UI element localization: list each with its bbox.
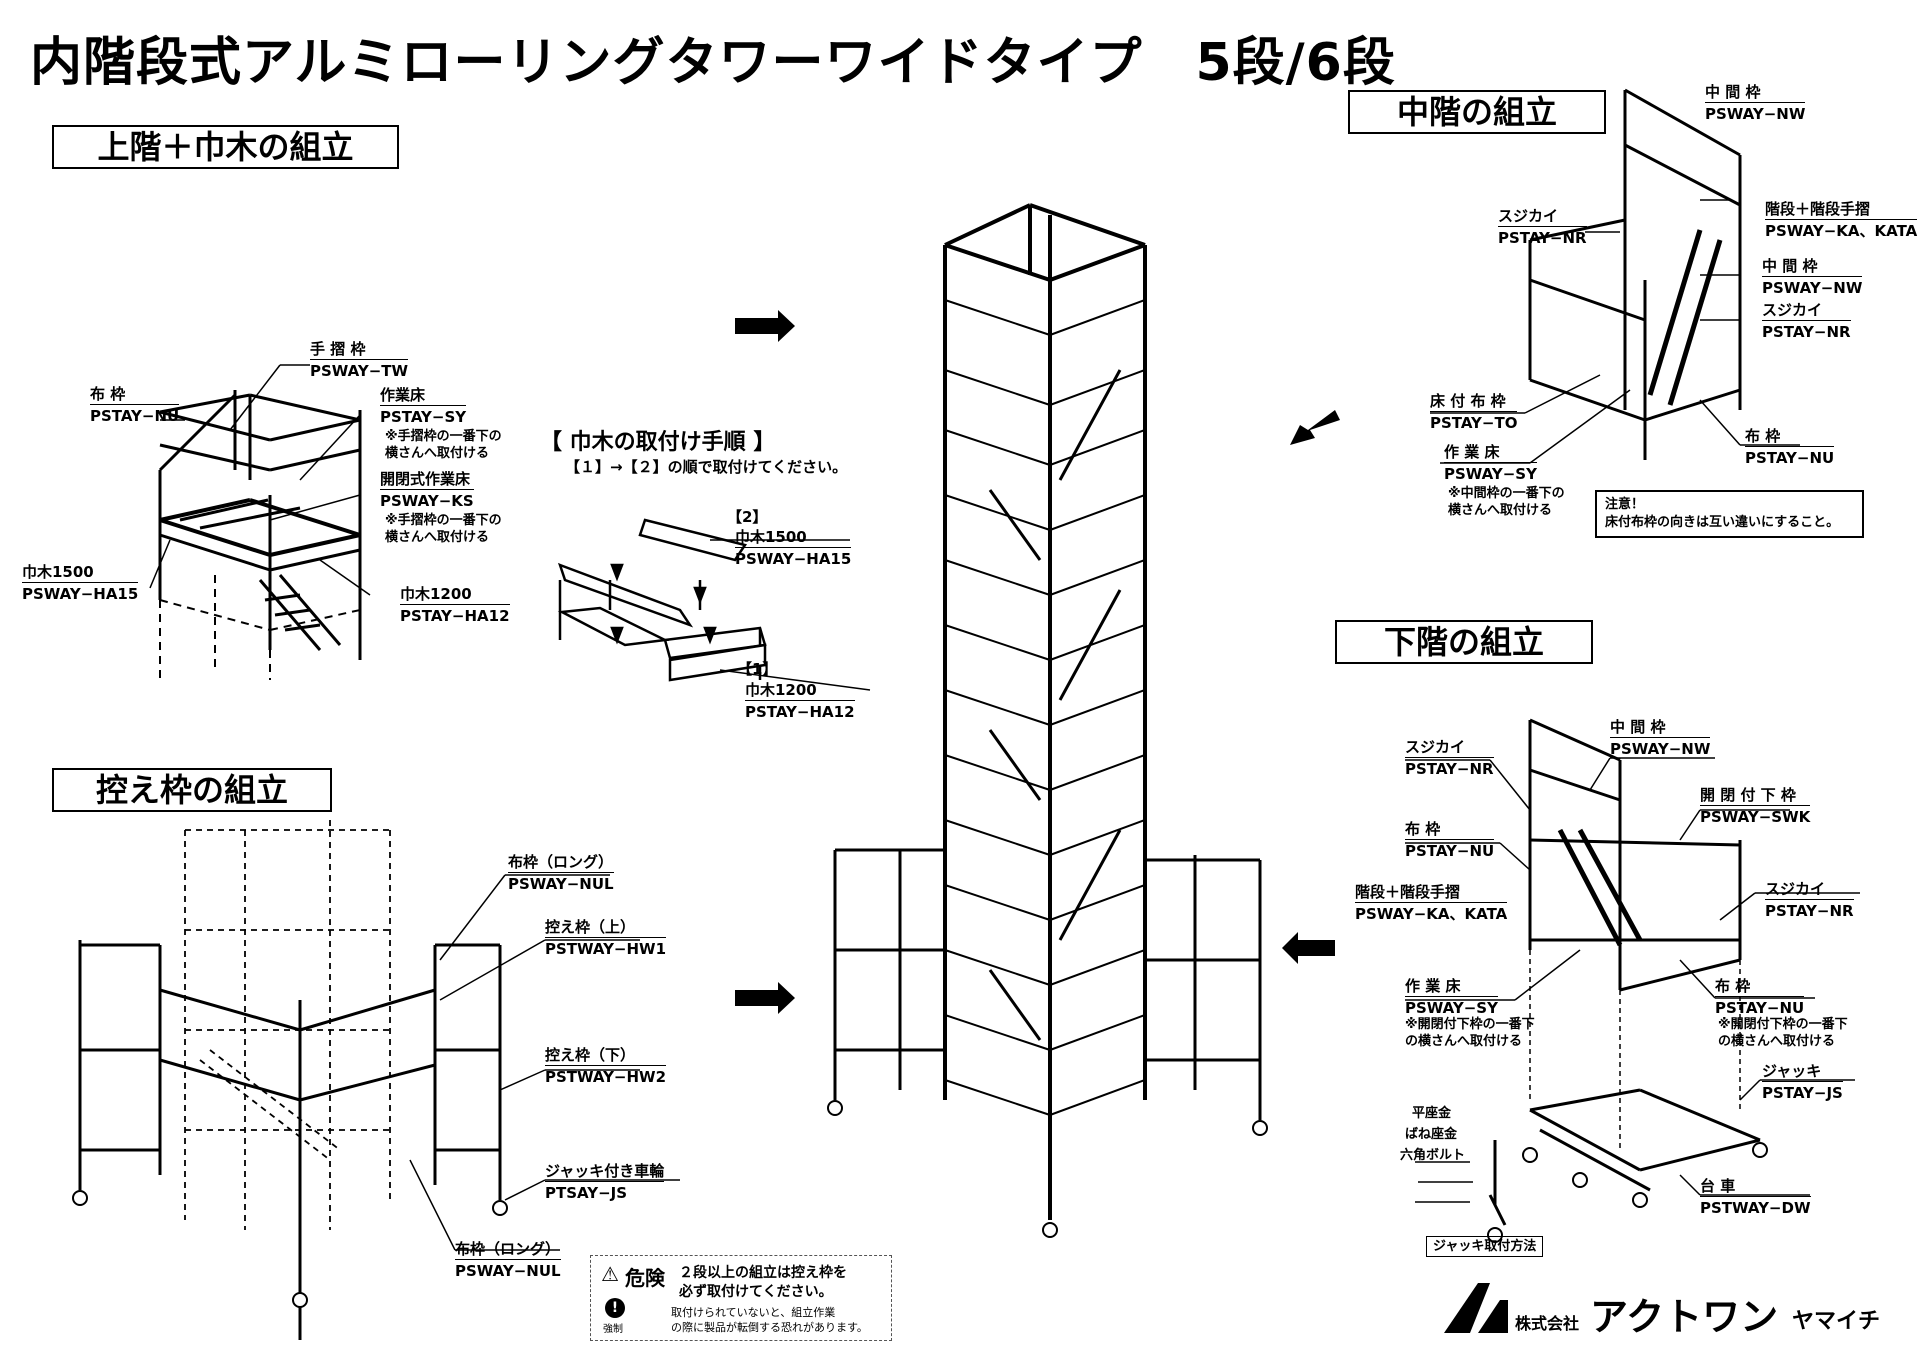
label-lower-nw: 中 間 枠 PSWAY−NW bbox=[1610, 718, 1711, 758]
label-lower-suji-right: スジカイ PSTAY−NR bbox=[1765, 880, 1854, 920]
label-step1-tag: 【1】 bbox=[737, 660, 778, 678]
note-lower-sagyou: ※開閉付下枠の一番下 の横さんへ取付ける bbox=[1405, 1017, 1535, 1049]
caution-box: 注意！ 床付布枠の向きは互い違いにすること。 bbox=[1595, 490, 1864, 538]
main-tower-drawing bbox=[827, 203, 1268, 1238]
label-middle-nw-top: 中 間 枠 PSWAY−NW bbox=[1705, 83, 1806, 123]
upper-assembly-drawing bbox=[149, 364, 371, 680]
label-lower-daisha: 台 車 PSTWAY−DW bbox=[1700, 1177, 1811, 1217]
label-middle-sagyou: 作 業 床 PSWAY−SY bbox=[1444, 443, 1537, 483]
company-prefix: 株式会社 bbox=[1515, 1314, 1580, 1333]
label-lower-nu-right: 布 枠 PSTAY−NU bbox=[1715, 977, 1805, 1017]
page-title: 内階段式アルミローリングタワーワイドタイプ 5段/6段 bbox=[30, 33, 1396, 93]
label-lower-kaidan: 階段＋階段手摺 PSWAY−KA、KATA bbox=[1355, 883, 1508, 923]
danger-notice: ⚠ 危険 ２段以上の組立は控え枠を 必ず取付けてください。 ! 強制 取付けられ… bbox=[590, 1255, 892, 1341]
danger-label: 危険 bbox=[625, 1266, 665, 1290]
label-brace-hw2: 控え枠（下） PSTWAY−HW2 bbox=[545, 1046, 667, 1086]
label-middle-yuka: 床 付 布 枠 PSTAY−TO bbox=[1430, 392, 1518, 432]
note-upper-kaihei: ※手摺枠の一番下の 横さんへ取付ける bbox=[385, 513, 502, 545]
label-brace-nulong-top: 布枠（ロング） PSWAY−NUL bbox=[508, 853, 614, 893]
label-hira-zagane: 平座金 bbox=[1412, 1106, 1452, 1121]
procedure-subtitle: 【１】→【２】の順で取付けてください。 bbox=[565, 458, 848, 476]
label-brace-hw1: 控え枠（上） PSTWAY−HW1 bbox=[545, 918, 667, 958]
label-bane-zagane: ばね座金 bbox=[1405, 1127, 1458, 1142]
label-brace-nulong-bottom: 布枠（ロング） PSWAY−NUL bbox=[455, 1240, 561, 1280]
procedure-title: 【 巾木の取付け手順 】 bbox=[540, 430, 776, 455]
danger-small1: 取付けられていないと、組立作業 bbox=[671, 1306, 836, 1319]
label-upper-habaki1500: 巾木1500 PSWAY−HA15 bbox=[22, 563, 139, 603]
caution-text: 床付布枠の向きは互い違いにすること。 bbox=[1605, 515, 1840, 530]
label-step2: 巾木1500 PSWAY−HA15 bbox=[735, 528, 852, 568]
kyousei-label: 強制 bbox=[603, 1324, 623, 1335]
label-middle-suji-right: スジカイ PSTAY−NR bbox=[1762, 301, 1851, 341]
label-middle-nw-mid: 中 間 枠 PSWAY−NW bbox=[1762, 257, 1863, 297]
label-lower-jack: ジャッキ PSTAY−JS bbox=[1762, 1062, 1843, 1102]
label-step2-tag: 【2】 bbox=[727, 508, 768, 526]
label-upper-kaihei: 開閉式作業床 PSWAY−KS bbox=[380, 470, 474, 510]
label-lower-sagyou: 作 業 床 PSWAY−SY bbox=[1405, 977, 1498, 1017]
company-name: アクトワン bbox=[1590, 1295, 1779, 1339]
label-upper-tesuri: 手 摺 枠 PSWAY−TW bbox=[310, 340, 409, 380]
company-mark bbox=[1444, 1283, 1508, 1333]
warning-triangle-icon: ⚠ bbox=[601, 1262, 619, 1286]
note-lower-nu-right: ※開閉付下枠の一番下 の横さんへ取付ける bbox=[1718, 1017, 1848, 1049]
label-brace-js: ジャッキ付き車輪 PTSAY−JS bbox=[545, 1162, 665, 1202]
danger-line1: ２段以上の組立は控え枠を bbox=[679, 1265, 847, 1281]
label-middle-suji-left: スジカイ PSTAY−NR bbox=[1498, 207, 1587, 247]
arrows bbox=[735, 310, 1340, 1014]
label-lower-suji-left: スジカイ PSTAY−NR bbox=[1405, 738, 1494, 778]
label-upper-habaki1200: 巾木1200 PSTAY−HA12 bbox=[400, 585, 510, 625]
note-middle-sagyou: ※中間枠の一番下の 横さんへ取付ける bbox=[1448, 486, 1565, 518]
label-upper-sagyou: 作業床 PSTAY−SY bbox=[380, 386, 467, 426]
lower-assembly-drawing bbox=[1405, 718, 1860, 1243]
section-upper-title: 上階＋巾木の組立 bbox=[52, 125, 399, 169]
section-middle-title: 中階の組立 bbox=[1348, 90, 1606, 134]
label-lower-swk: 開 閉 付 下 枠 PSWAY−SWK bbox=[1700, 786, 1811, 826]
middle-assembly-drawing bbox=[1430, 88, 1800, 464]
label-step1: 巾木1200 PSTAY−HA12 bbox=[745, 681, 855, 721]
brace-assembly-drawing bbox=[72, 820, 680, 1340]
mandatory-icon: ! bbox=[605, 1298, 625, 1318]
skirting-procedure-drawing bbox=[557, 518, 871, 691]
label-lower-nu-left: 布 枠 PSTAY−NU bbox=[1405, 820, 1495, 860]
danger-small2: の際に製品が転倒する恐れがあります。 bbox=[671, 1321, 868, 1334]
label-middle-nu: 布 枠 PSTAY−NU bbox=[1745, 427, 1835, 467]
jack-method-label: ジャッキ取付方法 bbox=[1426, 1236, 1544, 1257]
note-upper-sagyou: ※手摺枠の一番下の 横さんへ取付ける bbox=[385, 429, 502, 461]
label-middle-kaidan: 階段＋階段手摺 PSWAY−KA、KATA bbox=[1765, 200, 1918, 240]
section-lower-title: 下階の組立 bbox=[1335, 620, 1593, 664]
company-suffix: ヤマイチ bbox=[1792, 1309, 1881, 1334]
caution-title: 注意！ bbox=[1605, 497, 1645, 512]
label-hexagon-bolt: 六角ボルト bbox=[1400, 1148, 1466, 1163]
danger-line2: 必ず取付けてください。 bbox=[679, 1284, 833, 1300]
label-upper-nuwaku: 布 枠 PSTAY−NU bbox=[90, 385, 180, 425]
section-brace-title: 控え枠の組立 bbox=[52, 768, 332, 812]
